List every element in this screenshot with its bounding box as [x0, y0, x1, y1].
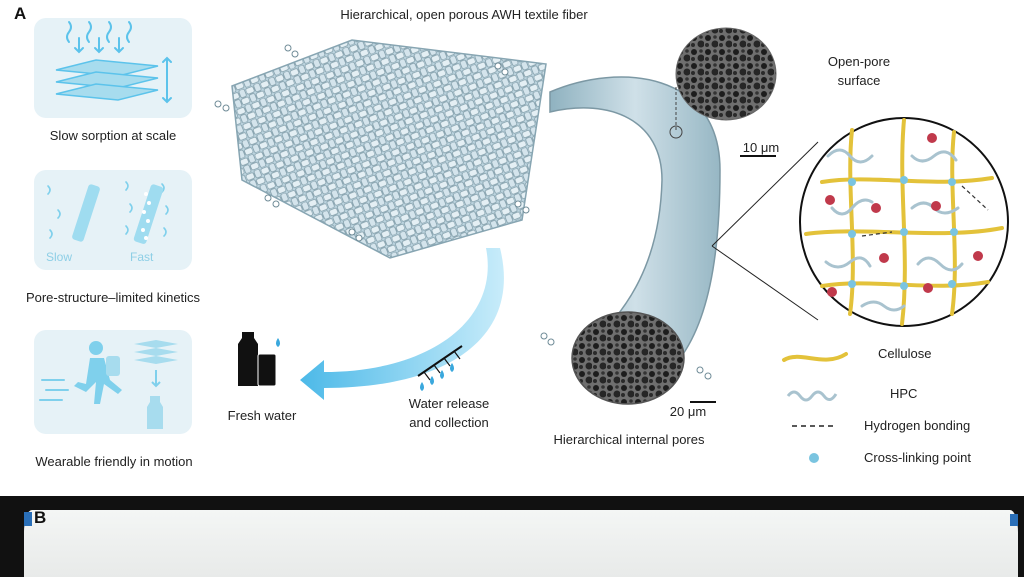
open-pore-sem-inset — [675, 27, 777, 121]
fresh-water-label: Fresh water — [227, 408, 297, 423]
left-caption-2: Pore-structure–limited kinetics — [25, 290, 201, 305]
woven-textile — [231, 39, 547, 259]
molecular-network-diagram — [799, 117, 1009, 327]
slow-label: Slow — [46, 250, 73, 264]
panel-a-title: Hierarchical, open porous AWH textile fi… — [340, 7, 588, 22]
fast-label: Fast — [130, 250, 154, 264]
water-flow-arrow — [300, 248, 504, 400]
scale-label-bottom: 20 μm — [669, 404, 707, 419]
left-caption-1: Slow sorption at scale — [49, 128, 177, 143]
legend-crosslink: Cross-linking point — [864, 450, 971, 465]
legend-cellulose: Cellulose — [878, 346, 932, 361]
open-pore-label: Open-pore surface — [827, 54, 891, 88]
scale-label-top: 10 μm — [742, 140, 780, 155]
left-caption-3: Wearable friendly in motion — [35, 454, 193, 469]
panel-a-label: A — [14, 4, 27, 23]
kinetics-panel: Slow Fast — [34, 170, 192, 270]
water-molecules — [825, 133, 983, 297]
bottle-cup-icon — [238, 332, 280, 387]
legend-hydrogen: Hydrogen bonding — [864, 418, 971, 433]
slow-sorption-panel — [34, 18, 192, 118]
legend-symbols — [782, 352, 848, 463]
condensed-droplets — [420, 363, 454, 391]
internal-pores-label: Hierarchical internal pores — [553, 432, 705, 447]
clip-right — [1010, 514, 1018, 526]
panel-b-photo: B — [0, 496, 1024, 577]
clip-left — [24, 512, 32, 526]
runner-icon — [39, 340, 178, 429]
wearable-panel — [34, 330, 192, 434]
cellulose-swatch — [782, 352, 848, 362]
crosslink-swatch — [809, 453, 819, 463]
legend-hpc: HPC — [890, 386, 918, 401]
hpc-swatch — [786, 390, 838, 402]
fiber-kinetics-icon — [47, 181, 169, 244]
panel-b-label: B — [34, 508, 47, 527]
stacked-layers-icon — [55, 21, 172, 104]
textile-fiber-illustration — [214, 27, 819, 405]
fiber-cross-section — [571, 311, 685, 405]
water-release-label: Water release and collection — [408, 396, 490, 430]
white-textile-photo — [24, 510, 1018, 577]
water-droplets — [214, 44, 712, 380]
